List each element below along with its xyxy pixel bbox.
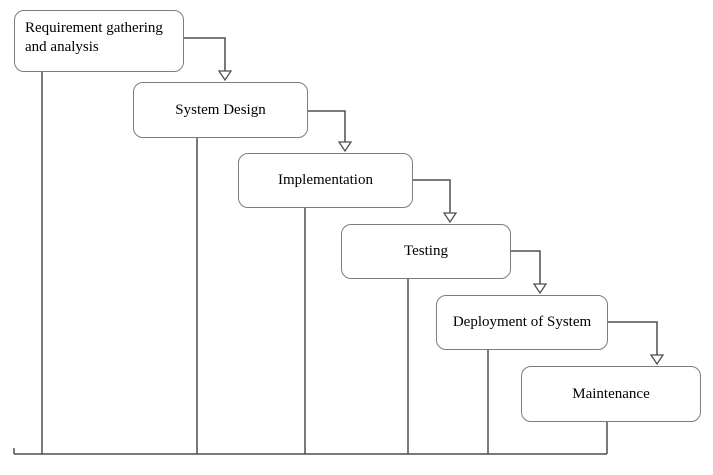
arrow-design-to-implementation xyxy=(308,110,346,142)
arrowhead-into-deployment xyxy=(532,283,548,295)
node-maintenance-label: Maintenance xyxy=(572,385,650,402)
node-testing-label: Testing xyxy=(404,243,448,260)
node-requirement-gathering-label: Requirement gathering and analysis xyxy=(25,20,163,55)
node-maintenance: Maintenance xyxy=(521,366,701,422)
node-system-design-label: System Design xyxy=(175,101,266,118)
arrowhead-into-implementation xyxy=(337,141,353,153)
node-requirement-gathering: Requirement gathering and analysis xyxy=(14,10,184,72)
node-implementation: Implementation xyxy=(238,153,413,208)
arrow-requirements-to-design xyxy=(184,37,226,71)
arrowhead-into-design xyxy=(217,70,233,82)
arrow-testing-to-deployment xyxy=(511,250,541,284)
arrowhead-into-maintenance xyxy=(649,354,665,366)
arrow-implementation-to-testing xyxy=(413,179,451,213)
node-implementation-label: Implementation xyxy=(278,172,373,189)
arrow-deployment-to-maintenance xyxy=(608,321,658,355)
node-system-design: System Design xyxy=(133,82,308,138)
node-deployment-of-system: Deployment of System xyxy=(436,295,608,350)
arrowhead-into-testing xyxy=(442,212,458,224)
node-deployment-of-system-label: Deployment of System xyxy=(452,314,592,331)
node-testing: Testing xyxy=(341,224,511,279)
